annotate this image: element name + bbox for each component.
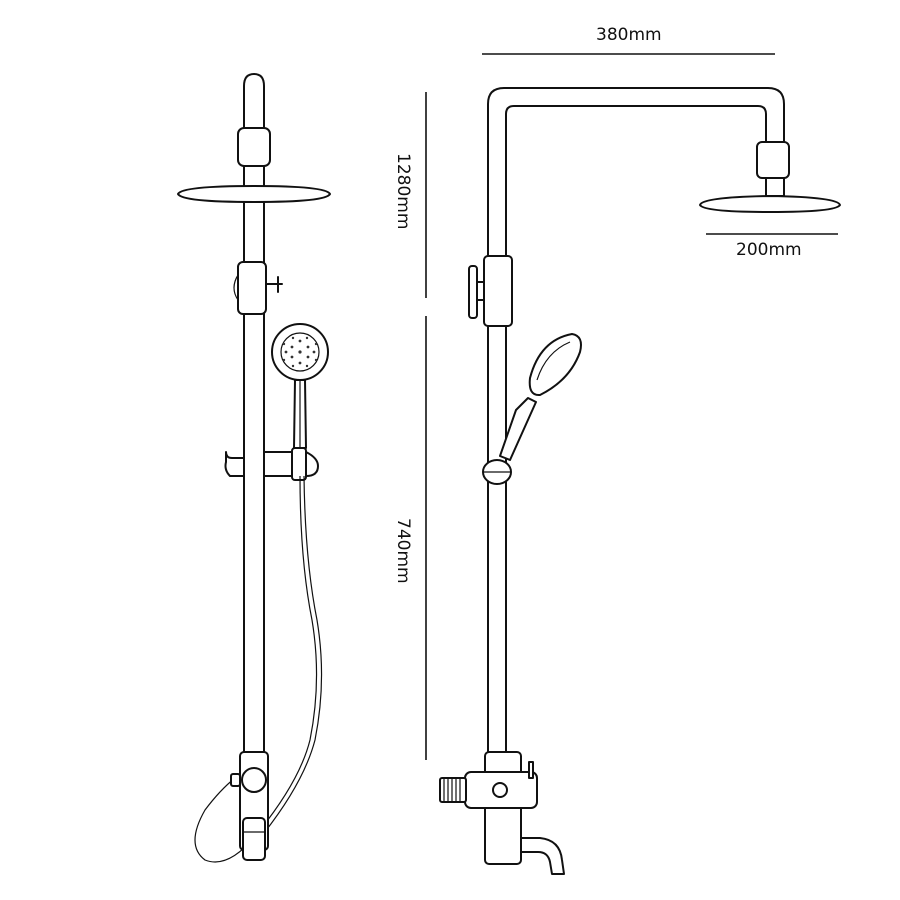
- front-head-plate: [177, 185, 331, 203]
- side-handshower-head: [528, 333, 582, 397]
- head-diameter-label: 200mm: [736, 240, 802, 260]
- front-handshower-nozzles: [282, 336, 318, 368]
- side-diverter-knob: [468, 265, 478, 319]
- width-dimensions: 380mm 200mm: [482, 25, 838, 260]
- front-upper-connector: [237, 127, 271, 167]
- front-riser-pipe: [243, 73, 265, 761]
- side-riser-arm: [487, 87, 785, 761]
- side-handshower-handle: [499, 397, 537, 461]
- front-spout: [242, 817, 266, 861]
- side-rain-head: [699, 195, 841, 213]
- front-view: [177, 73, 331, 863]
- front-diverter-arm: [265, 276, 283, 293]
- side-mixer-center: [492, 782, 508, 798]
- lower-height-label: 740mm: [393, 518, 413, 584]
- front-slide-holder: [224, 451, 245, 477]
- front-diverter-body: [237, 261, 267, 315]
- top-width-label: 380mm: [596, 25, 662, 45]
- upper-height-label: 1280mm: [393, 153, 413, 229]
- front-mixer-knob: [241, 767, 267, 793]
- side-view: [439, 87, 841, 875]
- side-diverter-body: [483, 255, 513, 327]
- height-dimensions: 1280mm 740mm: [393, 92, 427, 760]
- front-hose: [194, 475, 318, 863]
- side-mixer-lever: [528, 761, 534, 779]
- side-bath-spout: [520, 837, 565, 875]
- side-head-connector: [756, 141, 790, 179]
